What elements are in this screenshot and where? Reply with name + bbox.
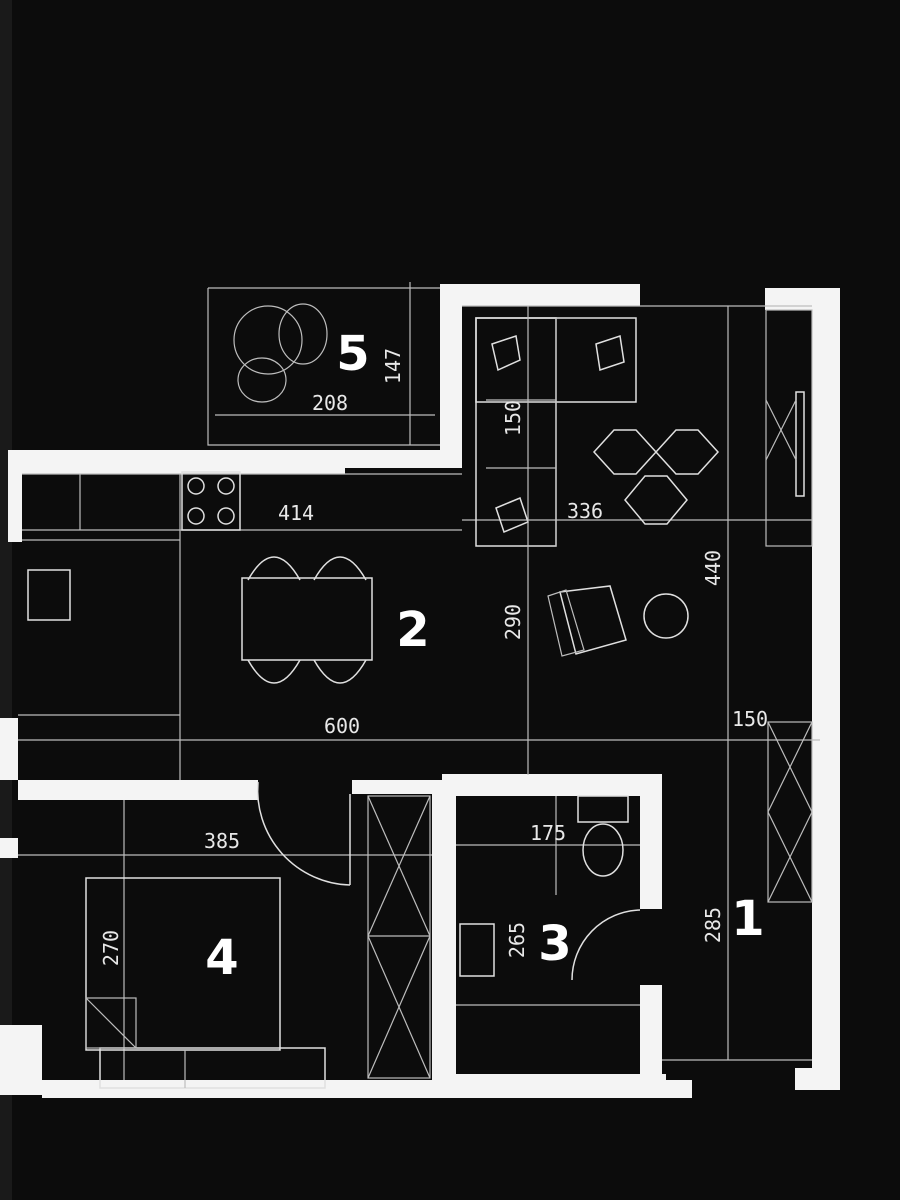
wall-bath-bottom (456, 1074, 666, 1088)
toilet-tank (577, 795, 629, 823)
room-2-label: 2 (396, 602, 429, 658)
dining-chair-3 (247, 659, 301, 684)
hex-table-1 (592, 429, 658, 475)
sink (27, 569, 71, 621)
dim-hall-height: 285 (701, 907, 725, 943)
nightstand (85, 997, 137, 1049)
living-area (462, 305, 813, 1060)
hex-table-3 (624, 475, 688, 525)
cushion-1 (491, 335, 521, 372)
wall-left-bottom (0, 1025, 42, 1095)
kitchen (18, 306, 820, 780)
wall-bedroom-top (18, 780, 258, 800)
side-table (643, 593, 689, 639)
bathroom (456, 795, 641, 1006)
wall-bottom-right (795, 1068, 840, 1090)
toilet (582, 823, 624, 877)
bath-door (571, 909, 641, 981)
dim-main-width: 600 (324, 714, 360, 738)
bed (85, 877, 281, 1051)
dim-bath-height: 265 (505, 922, 529, 958)
room-5-label: 5 (336, 326, 369, 382)
dining-chair-4 (313, 659, 367, 684)
wall-left-mid-b (0, 838, 18, 858)
room-4-label: 4 (205, 930, 238, 986)
wall-bedroom-top-b (352, 780, 442, 794)
wall-bed-bath (432, 780, 456, 1080)
room-3-label: 3 (538, 916, 571, 972)
bed-bench (99, 1047, 326, 1089)
wall-right (812, 288, 840, 1088)
armchair (559, 585, 627, 655)
balcony-chair-1 (278, 303, 328, 365)
hall (662, 721, 813, 1061)
dim-balcony-depth: 147 (381, 348, 405, 384)
dim-sofa-depth: 150 (501, 400, 525, 436)
dim-dining-height: 290 (501, 604, 525, 640)
dim-bedroom-height: 270 (99, 930, 123, 966)
hex-table-2 (654, 429, 720, 475)
dining-table (241, 577, 373, 661)
walls (0, 284, 840, 1098)
room-1-label: 1 (731, 891, 764, 947)
dim-bedroom-width: 385 (204, 829, 240, 853)
bedroom (18, 781, 432, 1089)
wall-bath-right-a (640, 774, 662, 909)
wall-kitchen-top (8, 450, 345, 474)
page-shadow (0, 0, 12, 1200)
dim-balcony-width: 208 (312, 391, 348, 415)
dim-living-width: 336 (567, 499, 603, 523)
wall-left-top (8, 450, 22, 542)
wall-balcony-living (440, 284, 462, 468)
wall-bath-top (442, 774, 662, 796)
cooktop (181, 471, 241, 531)
dining-chair-1 (247, 556, 301, 581)
wall-bath-right-b (640, 985, 662, 1075)
dining-chair-2 (313, 556, 367, 581)
bedroom-door (256, 781, 351, 886)
washbasin (459, 923, 495, 977)
wall-kitchen-top-b (345, 450, 462, 468)
wall-top-left (440, 284, 640, 306)
balcony (207, 282, 440, 446)
wall-left-mid (0, 718, 18, 780)
tv-unit (765, 309, 813, 547)
dim-living-height: 440 (701, 550, 725, 586)
dim-hall-width: 150 (732, 707, 768, 731)
balcony-chair-2 (237, 357, 287, 403)
dim-kitchen-width: 414 (278, 501, 314, 525)
balcony-table (233, 305, 303, 375)
cushion-2 (595, 335, 625, 371)
dim-bath-width: 175 (530, 821, 566, 845)
tv (795, 391, 805, 497)
